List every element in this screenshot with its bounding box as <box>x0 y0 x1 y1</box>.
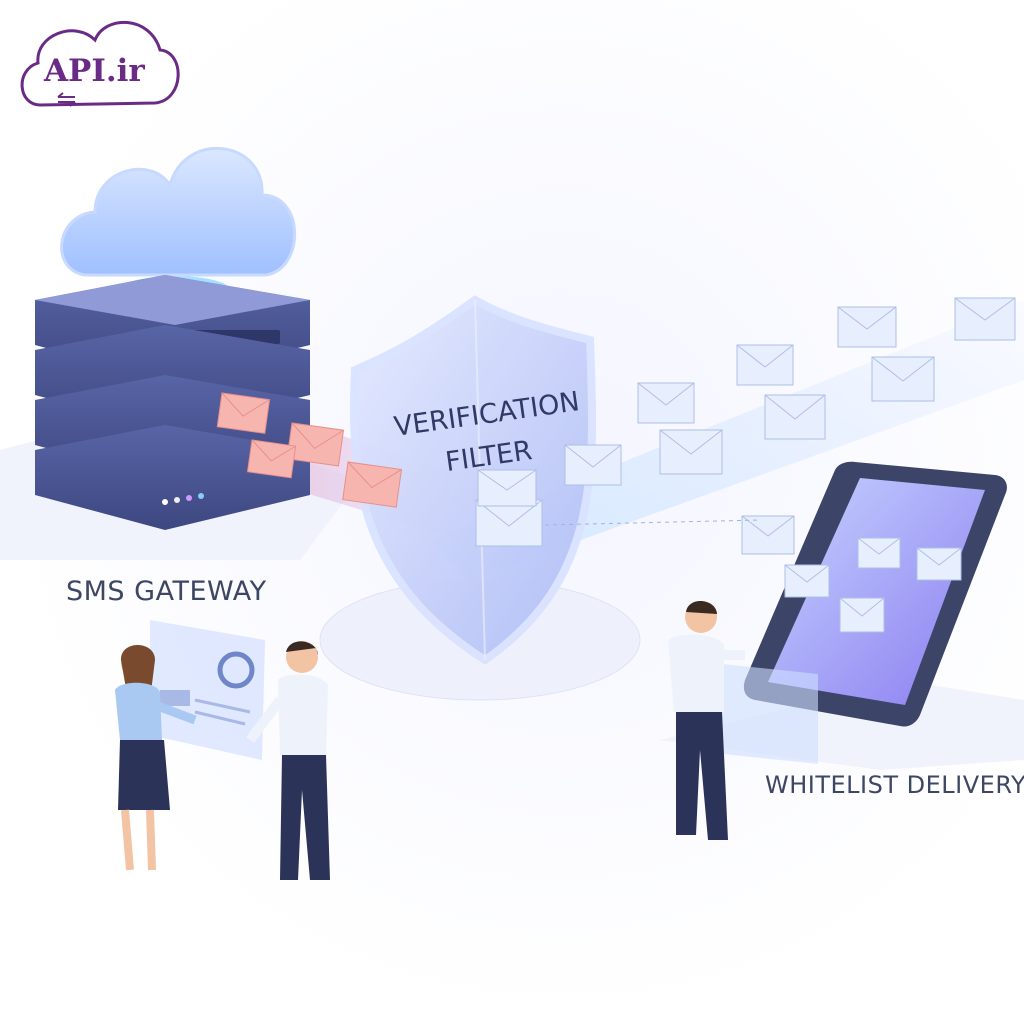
whitelist-delivery-label: WHITELIST DELIVERY <box>765 771 1024 799</box>
person-icon <box>115 600 745 880</box>
sms-gateway-label: SMS GATEWAY <box>66 576 267 607</box>
envelope-icon <box>475 297 1016 555</box>
envelope-icon <box>784 537 962 633</box>
cloud-logo-icon[interactable] <box>20 20 180 107</box>
brand-logo-text[interactable]: API.ir <box>44 53 145 89</box>
holo-panel-left <box>150 620 265 760</box>
smartphone-icon <box>743 461 1007 727</box>
holo-panel-right <box>718 663 818 764</box>
envelope-icon <box>216 392 403 508</box>
dashed-path <box>544 519 761 526</box>
